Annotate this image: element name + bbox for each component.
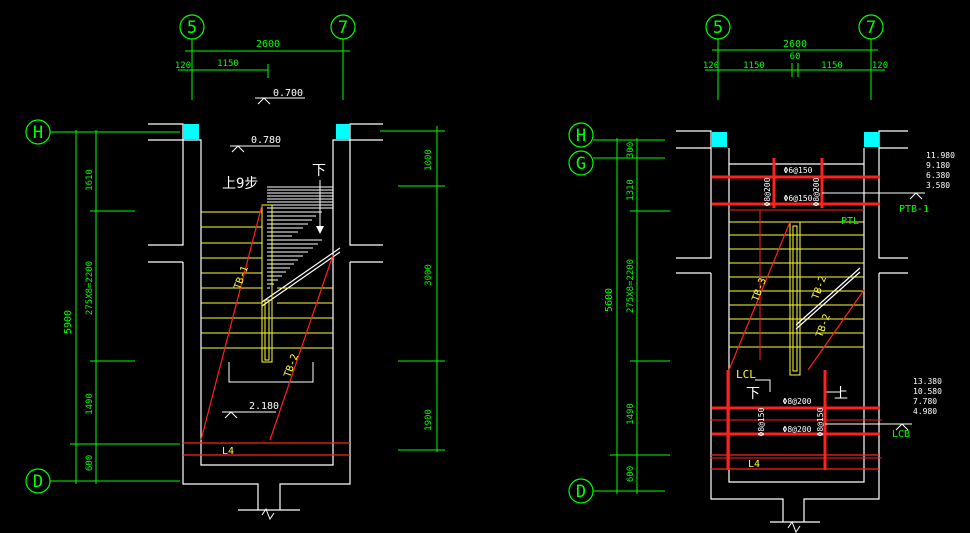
ptb-rebar-block — [712, 158, 880, 208]
down-label-right: 下 — [746, 386, 760, 402]
upper-flight-steps — [267, 186, 333, 289]
lcb-bar-1: Φ8@200 — [783, 397, 812, 406]
dim-top-120a: 120 — [703, 61, 719, 71]
axis-D-label: D — [33, 472, 43, 492]
elev-ptb-2: 9.180 — [926, 161, 950, 170]
ptl-label: PTL — [841, 216, 859, 227]
elev-bottom: 2.180 — [249, 401, 279, 412]
dim-left-600: 600 — [85, 455, 95, 471]
dim-right-3000: 3000 — [424, 264, 434, 286]
dim-top-1150: 1150 — [217, 59, 239, 69]
left-walls — [148, 123, 383, 511]
dim-top-total: 2600 — [256, 39, 280, 50]
axis-7-bubble: 7 — [330, 14, 356, 40]
elev-lcb-4: 4.980 — [913, 407, 937, 416]
axis-H-bubble: H — [25, 119, 51, 145]
axis-7-label-right: 7 — [866, 18, 876, 38]
dim-top-total-right: 2600 — [783, 39, 807, 50]
dim-top-120: 120 — [175, 61, 191, 71]
elev-ptb-4: 3.580 — [926, 181, 950, 190]
dim-left-total: 5900 — [63, 310, 74, 334]
axis-7-bubble-right: 7 — [858, 14, 884, 40]
ptb-bar-2: Φ6@150 — [784, 194, 813, 203]
beam-L4-right: L4 — [748, 459, 760, 470]
axis-5-label-right: 5 — [713, 18, 723, 38]
tb2-label-left: TB-2 — [282, 353, 301, 379]
dim-left-steps: 275X8=2200 — [85, 261, 95, 315]
elev-ptb-1: 11.980 — [926, 151, 955, 160]
elev-lcb-3: 7.780 — [913, 397, 937, 406]
tb1-label-left: TB-1 — [232, 265, 251, 291]
tb2-label-right-a: TB-2 — [810, 275, 829, 301]
column-left-right — [712, 132, 727, 147]
dim-top-1150b: 1150 — [821, 61, 843, 71]
ptb-bar-4: Φ8@200 — [812, 177, 821, 206]
axis-5-label: 5 — [187, 18, 197, 38]
tb2-label-right-b: TB-2 — [814, 313, 833, 339]
axis-5-bubble-right: 5 — [705, 14, 731, 40]
dim-top-120b: 120 — [872, 61, 888, 71]
up-label-left: 上9步 — [222, 176, 258, 192]
axis-D-bubble-right: D — [568, 478, 594, 504]
lcb-bar-4: Φ8@150 — [816, 407, 825, 436]
dim-right-1000: 1000 — [424, 149, 434, 171]
ptb-bar-1: Φ6@150 — [784, 166, 813, 175]
column-right — [336, 124, 350, 139]
tb3-label-right: TB-3 — [750, 277, 769, 303]
column-right-right — [864, 132, 879, 147]
dim-left-300: 300 — [626, 142, 636, 158]
lcl-label: LCL — [736, 368, 756, 381]
axis-D-bubble: D — [25, 468, 51, 494]
right-walls — [676, 130, 908, 523]
elev-top: 0.700 — [273, 88, 303, 99]
axis-H-label-right: H — [576, 126, 586, 146]
up-label-right: 上 — [834, 386, 848, 402]
left-stair-plan: 5 7 2600 120 1150 0.700 H D — [25, 14, 445, 521]
axis-G-bubble-right: G — [568, 150, 594, 176]
column-left — [184, 124, 199, 139]
axis-D-label-right: D — [576, 482, 586, 502]
dim-left-steps-right: 275X8=2200 — [626, 259, 636, 313]
lcb-label: LCB — [892, 429, 910, 440]
axis-5-bubble: 5 — [179, 14, 205, 40]
dim-left-1490: 1490 — [85, 393, 95, 415]
ptb-label: PTB-1 — [899, 204, 929, 215]
lcb-bar-3: Φ8@200 — [783, 425, 812, 434]
dim-left-1490-right: 1490 — [626, 403, 636, 425]
elev-lcb-1: 13.380 — [913, 377, 942, 386]
dim-left-1610: 1610 — [85, 169, 95, 191]
axis-H-label: H — [33, 123, 43, 143]
axis-H-bubble-right: H — [568, 122, 594, 148]
dim-left-600-right: 600 — [626, 466, 636, 482]
right-stair-plan: 5 7 2600 120 1150 60 1150 120 H G D — [568, 14, 955, 533]
dim-right-1900: 1900 — [424, 409, 434, 431]
dim-top-1150a: 1150 — [743, 61, 765, 71]
dim-top-60: 60 — [790, 52, 801, 62]
dim-left-total-right: 5600 — [604, 288, 615, 312]
elev-landing: 0.780 — [251, 135, 281, 146]
down-label-left: 下 — [312, 163, 326, 179]
ptb-bar-3: Φ8@200 — [763, 177, 772, 206]
elev-lcb-2: 10.580 — [913, 387, 942, 396]
lcb-bar-2: Φ8@150 — [757, 407, 766, 436]
elev-ptb-3: 6.380 — [926, 171, 950, 180]
beam-L4-left: L4 — [222, 446, 234, 457]
axis-7-label: 7 — [338, 18, 348, 38]
dim-left-1310: 1310 — [626, 179, 636, 201]
axis-G-label-right: G — [576, 154, 586, 174]
